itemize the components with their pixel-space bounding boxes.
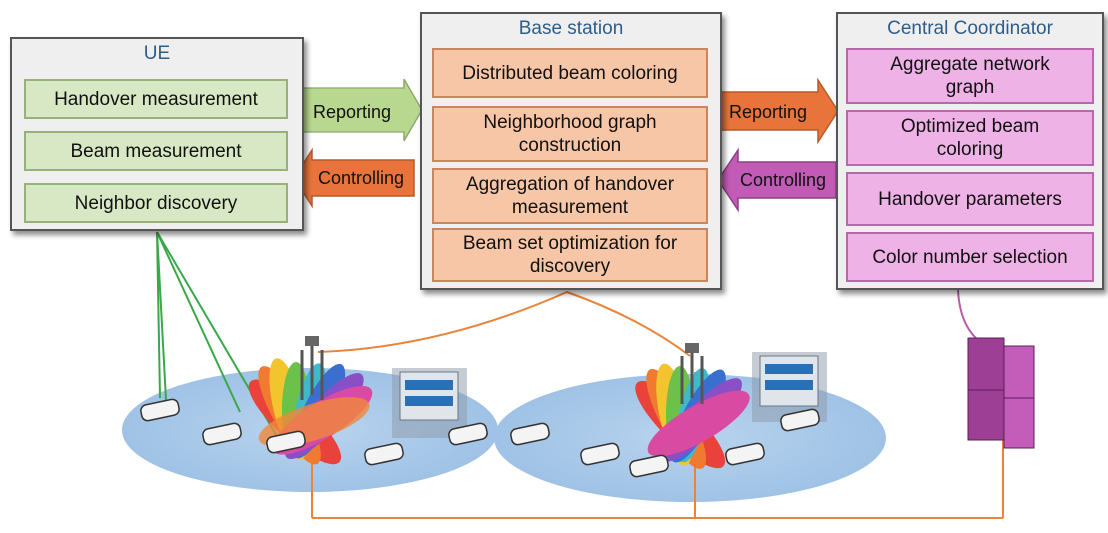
cc-item-handover-parameters: Handover parameters bbox=[846, 172, 1094, 226]
base-station-panel: Base station Distributed beam coloring N… bbox=[420, 12, 722, 290]
coordinator-link bbox=[957, 289, 986, 346]
cc-item-optimized-beam-coloring: Optimized beam coloring bbox=[846, 110, 1094, 166]
server-rack bbox=[967, 337, 1035, 449]
ue-item-beam-measurement: Beam measurement bbox=[24, 131, 288, 171]
central-coordinator-panel: Central Coordinator Aggregate network gr… bbox=[836, 12, 1104, 290]
reporting-arrow-cc bbox=[711, 77, 839, 145]
ue-panel: UE Handover measurement Beam measurement… bbox=[10, 37, 304, 231]
ue-reporting-label: Reporting bbox=[312, 101, 392, 122]
vehicles bbox=[140, 398, 820, 478]
base-station-tower-right bbox=[680, 343, 704, 404]
cc-item-aggregate-network-graph: Aggregate network graph bbox=[846, 48, 1094, 104]
ue-controlling-label: Controlling bbox=[317, 167, 405, 188]
cc-reporting-label: Reporting bbox=[728, 101, 808, 122]
bs-item-distributed-beam-coloring: Distributed beam coloring bbox=[432, 48, 708, 98]
cc-item-color-number-selection: Color number selection bbox=[846, 232, 1094, 282]
bs-item-aggregation-handover: Aggregation of handover measurement bbox=[432, 168, 708, 224]
ue-panel-title: UE bbox=[143, 43, 171, 64]
reporting-arrow-ue bbox=[295, 78, 423, 142]
controlling-arrow-cc bbox=[717, 147, 837, 213]
building-left bbox=[392, 368, 467, 438]
bs-item-beam-set-optimization: Beam set optimization for discovery bbox=[432, 228, 708, 282]
central-coordinator-panel-title: Central Coordinator bbox=[887, 18, 1053, 39]
cc-controlling-label: Controlling bbox=[739, 169, 827, 190]
base-station-panel-title: Base station bbox=[518, 18, 624, 39]
base-station-tower-left bbox=[300, 336, 324, 400]
backhaul-link-arc bbox=[317, 290, 691, 357]
ue-item-handover-measurement: Handover measurement bbox=[24, 79, 288, 119]
ue-item-neighbor-discovery: Neighbor discovery bbox=[24, 183, 288, 223]
building-right bbox=[752, 352, 827, 422]
bs-item-neighborhood-graph: Neighborhood graph construction bbox=[432, 106, 708, 162]
ue-measurement-lines bbox=[156, 231, 279, 439]
